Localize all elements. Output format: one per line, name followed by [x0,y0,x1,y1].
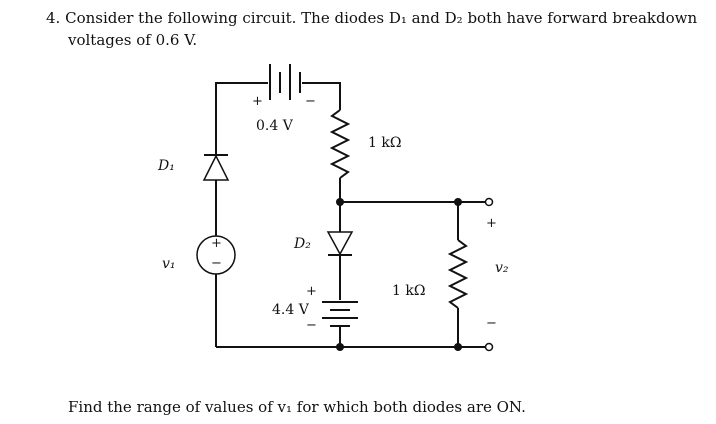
output-terminal-bottom [484,342,494,352]
wire-top-left [215,82,268,155]
battery-top-minus: − [305,94,316,109]
resistor-top [329,109,351,179]
diode-d2 [326,231,354,256]
problem-number: 4. [46,9,61,27]
battery-mid-minus: − [306,318,317,333]
battery-mid [322,301,358,327]
battery-mid-plus: + [306,284,317,299]
diode-d1-label: D₁ [158,158,175,174]
source-v1-minus: − [211,256,222,271]
output-plus: + [486,216,497,231]
problem-statement-line-1: 4. Consider the following circuit. The d… [46,9,697,27]
problem-statement-line-2: voltages of 0.6 V. [68,31,198,49]
battery-top-plus: + [252,94,263,109]
problem-text-1: Consider the following circuit. The diod… [65,9,698,27]
problem-question: Find the range of values of v₁ for which… [68,398,526,416]
source-v1-label: v₁ [162,256,176,272]
battery-top [269,64,301,100]
resistor-top-label: 1 kΩ [368,135,402,151]
battery-mid-label: 4.4 V [272,302,309,318]
output-minus: − [486,316,497,331]
diode-d2-label: D₂ [294,236,311,252]
resistor-right-label: 1 kΩ [392,283,426,299]
node-junction-bottom-right [454,343,462,351]
battery-top-label: 0.4 V [256,118,293,134]
output-v2-label: v₂ [495,260,509,276]
diode-d1 [202,154,230,181]
resistor-right [447,239,469,309]
source-v1-plus: + [211,236,222,251]
output-terminal-top [484,197,494,207]
wire-top-right [302,82,341,110]
